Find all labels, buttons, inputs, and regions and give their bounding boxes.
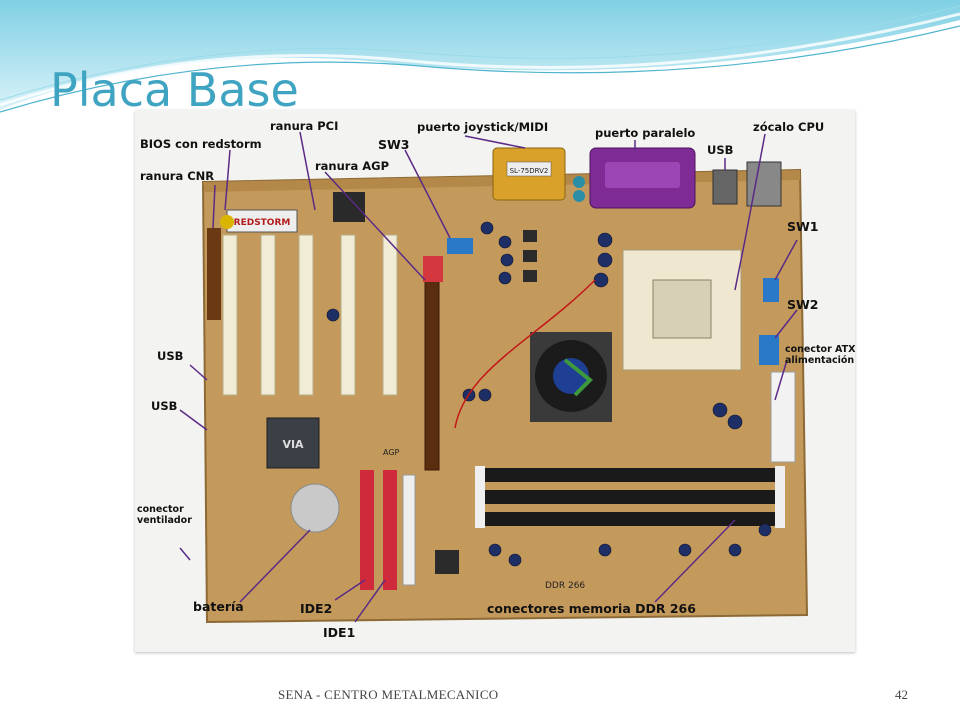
label-cnr-slot: ranura CNR	[140, 169, 215, 183]
label-battery: batería	[193, 599, 244, 614]
label-pci-slot: ranura PCI	[270, 119, 339, 133]
page-number: 42	[895, 687, 908, 702]
south-bridge-chip	[266, 417, 320, 469]
label-sw3: SW3	[378, 137, 410, 152]
label-usb-left-2: USB	[151, 399, 178, 413]
label-joystick-port: puerto joystick/MIDI	[417, 120, 549, 134]
ide2-connector	[360, 470, 374, 590]
pci-slots	[222, 234, 398, 396]
agp-slot	[424, 279, 440, 471]
label-atx-line1: conector ATX	[785, 344, 856, 355]
footer-text: SENA - CENTRO METALMECANICO	[278, 687, 499, 702]
label-ide1: IDE1	[323, 625, 356, 640]
cnr-slot	[207, 228, 221, 320]
label-sw1: SW1	[787, 219, 819, 234]
ddr-memory-slots	[475, 466, 785, 528]
label-bios: BIOS con redstorm	[140, 137, 262, 151]
slide-title: Placa Base	[50, 63, 299, 117]
ddr-silkscreen: DDR 266	[545, 581, 585, 591]
atx-power-connector	[770, 371, 796, 463]
label-agp-slot: ranura AGP	[315, 159, 390, 173]
motherboard-photo: SL-75DRV2 AGP REDSTORM VIA	[135, 110, 855, 652]
label-parallel-port: puerto paralelo	[595, 126, 696, 140]
sw2-switch	[759, 335, 779, 365]
io-chip-text: SL-75DRV2	[510, 167, 549, 175]
label-usb-left-1: USB	[157, 349, 184, 363]
label-atx-line2: alimentación	[785, 355, 855, 366]
header-wave-decoration	[0, 0, 960, 113]
label-fan-line2: ventilador	[137, 515, 192, 526]
label-fan-line1: conector	[137, 504, 184, 515]
leader-lines	[179, 131, 798, 623]
usb-port-top	[712, 169, 738, 205]
label-ide2: IDE2	[300, 601, 333, 616]
agp-silkscreen: AGP	[383, 448, 400, 457]
label-cpu-socket: zócalo CPU	[753, 120, 825, 134]
sw3-switch	[447, 238, 473, 254]
sw1-switch	[763, 278, 779, 302]
ide1-connector	[383, 470, 397, 590]
label-ddr-slots: conectores memoria DDR 266	[487, 601, 696, 616]
via-logo: VIA	[282, 438, 304, 451]
battery-cmos	[290, 483, 340, 533]
redstorm-sticker-text: REDSTORM	[234, 218, 291, 228]
label-usb-top: USB	[707, 143, 734, 157]
motherboard-illustration: SL-75DRV2 AGP REDSTORM VIA	[135, 110, 855, 652]
label-sw2: SW2	[787, 297, 819, 312]
